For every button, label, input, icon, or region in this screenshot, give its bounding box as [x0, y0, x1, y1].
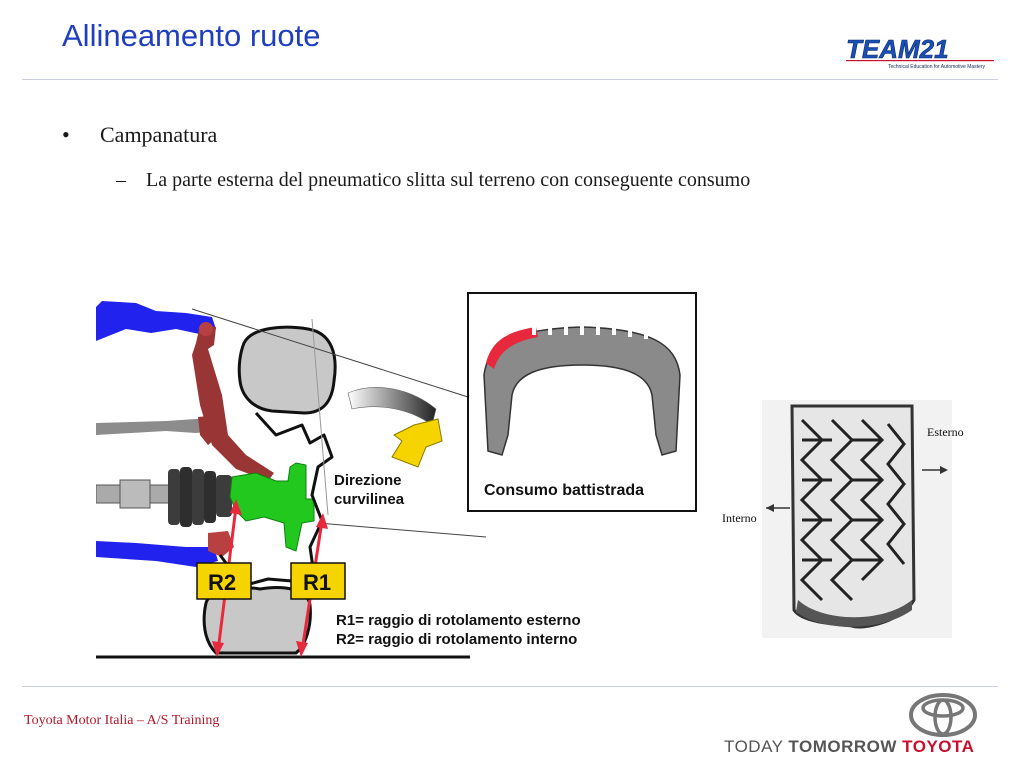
- direction-arrow-head: [391, 418, 443, 468]
- team21-logo: TEAM21 Technical Education for Automotiv…: [846, 34, 994, 70]
- r2-label: R2: [208, 570, 236, 595]
- logo-tagline: Technical Education for Automotive Maste…: [888, 64, 985, 70]
- tire-sidewall: [218, 411, 334, 587]
- r1-label: R1: [303, 570, 331, 595]
- tire-upper: [237, 325, 337, 415]
- wheel-hub: [229, 462, 315, 552]
- r2-legend: R2= raggio di rotolamento interno: [336, 631, 577, 648]
- outer-side-label: Esterno: [927, 425, 964, 439]
- r1-label-box: [290, 562, 346, 600]
- tie-rod-end: [198, 415, 220, 445]
- logo-wordmark: TEAM21: [846, 34, 949, 64]
- camber-tilt-line: [311, 318, 329, 516]
- sub-bullet-text: La parte esterna del pneumatico slitta s…: [146, 169, 751, 191]
- footer-company: Toyota Motor Italia – A/S Training: [24, 713, 220, 728]
- slogan-brand: TOYOTA: [902, 737, 975, 756]
- perspective-line-top: [191, 308, 469, 398]
- slide-title: Allineamento ruote: [62, 18, 321, 53]
- sub-bullet-dash: –: [116, 169, 126, 191]
- steering-knuckle: [192, 325, 274, 481]
- tread-pattern: [799, 418, 906, 602]
- toyota-emblem-icon: [909, 693, 977, 737]
- tire-cross-section: [483, 326, 681, 456]
- lower-blue-arm: [96, 541, 218, 567]
- upper-blue-arm: [96, 301, 216, 341]
- bullet-dot: •: [62, 122, 70, 147]
- cv-boot: [168, 467, 232, 527]
- worn-tread-edge: [486, 327, 538, 369]
- camber-diagram: Direzione curvilinea R2 R1 R1= raggio di…: [96, 292, 697, 659]
- upper-ball-joint: [199, 322, 213, 336]
- bullet-text: Campanatura: [100, 122, 218, 147]
- r2-label-box: [196, 562, 252, 600]
- footer-slogan: TODAY TOMORROW TOYOTA: [724, 737, 974, 757]
- header-divider: [22, 79, 998, 80]
- direction-label-line2: curvilinea: [334, 491, 405, 508]
- slogan-tomorrow: TOMORROW: [788, 737, 897, 756]
- slogan-today: TODAY: [724, 737, 784, 756]
- tie-rod: [96, 419, 216, 435]
- r1-legend: R1= raggio di rotolamento esterno: [336, 612, 581, 629]
- tread-grooves: [532, 323, 648, 339]
- direction-arrow-band: [347, 387, 437, 426]
- footer-divider: [22, 686, 998, 687]
- direction-label-line1: Direzione: [334, 472, 402, 489]
- tread-wear-label: Consumo battistrada: [484, 482, 644, 499]
- perspective-line-bottom: [317, 522, 487, 538]
- worn-tire-photo: [762, 400, 952, 638]
- lower-ball-joint: [208, 531, 234, 557]
- inner-side-label: Interno: [722, 511, 757, 525]
